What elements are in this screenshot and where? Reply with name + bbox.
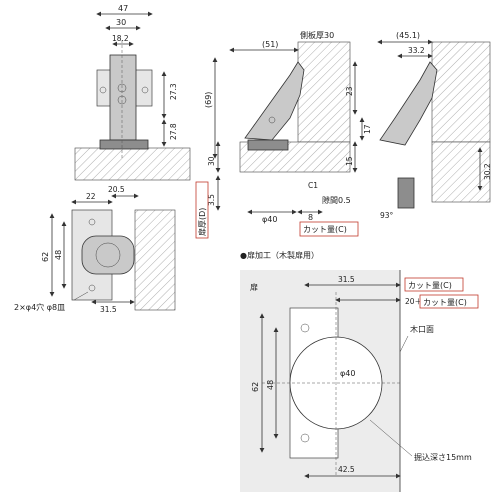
dim-front-dia40: φ40 <box>262 215 277 224</box>
label-gap: 隙間0.5 <box>322 195 351 205</box>
top-view-base-wall <box>74 147 191 181</box>
dim-open-angle: 93° <box>380 211 394 220</box>
top-view-cup <box>99 139 149 150</box>
dim-plan-62: 62 <box>41 252 50 262</box>
dim-open-45-1: (45.1) <box>396 31 420 40</box>
door-thickness-box <box>195 181 209 239</box>
dim-door-31-5: 31.5 <box>338 275 355 284</box>
dim-top-27-8: 27.8 <box>169 123 178 140</box>
front-view: (51) 側板厚30 (69) 23 17 15 30 3.5 C1 隙間0.5… <box>195 30 372 239</box>
door-machining-title: ●扉加工（木製扉用） <box>240 250 319 260</box>
dim-top-27-3: 27.3 <box>169 83 178 100</box>
label-door-thickness: 扉厚(D) <box>197 208 207 236</box>
dim-door-48: 48 <box>266 380 275 390</box>
door-machining: ●扉加工（木製扉用） 扉 φ40 31.5 カット量(C) 20＋ カット量(C… <box>240 250 479 492</box>
dim-front-17: 17 <box>363 124 372 134</box>
plan-view-hole <box>88 284 96 292</box>
open-view-arm <box>379 61 438 146</box>
label-20-plus: 20＋ <box>405 297 422 306</box>
dim-front-30: 30 <box>207 156 216 166</box>
top-view: 47 30 18.2 27.3 27.8 <box>74 4 191 181</box>
dim-door-42-5: 42.5 <box>338 465 355 474</box>
dim-top-47: 47 <box>118 4 128 13</box>
dim-open-33-2: 33.2 <box>408 46 425 55</box>
dim-plan-20-5: 20.5 <box>108 185 125 194</box>
top-view-hole <box>141 86 149 94</box>
dim-door-dia40: φ40 <box>340 369 355 378</box>
open-view-side-wall <box>431 41 491 143</box>
dim-open-30-2: 30.2 <box>483 163 492 180</box>
plan-view: 22 20.5 62 48 31.5 2×φ4穴 φ8皿 <box>14 185 176 314</box>
open-view: (45.1) 33.2 30.2 93° <box>377 31 492 220</box>
door-cut-box-2 <box>419 294 479 309</box>
door-machining-hole <box>300 323 310 333</box>
plan-view-hole <box>88 218 96 226</box>
plan-view-wall <box>134 209 176 311</box>
front-view-arm <box>244 61 305 141</box>
dim-front-3-5: 3.5 <box>207 194 216 206</box>
dim-front-8: 8 <box>308 213 313 222</box>
dim-top-30: 30 <box>116 18 126 27</box>
label-hole-spec: 2×φ4穴 φ8皿 <box>14 302 65 312</box>
door-machining-hole <box>300 433 310 443</box>
dim-top-18-2: 18.2 <box>112 34 129 43</box>
dim-plan-22: 22 <box>86 192 96 201</box>
dim-front-c1: C1 <box>308 181 318 190</box>
label-door: 扉 <box>250 282 258 292</box>
top-view-hole <box>99 86 107 94</box>
label-edge-face: 木口面 <box>410 324 434 334</box>
label-wall-thickness: 側板厚30 <box>300 30 334 40</box>
dim-door-62: 62 <box>251 382 260 392</box>
dim-front-15: 15 <box>345 156 354 166</box>
dim-front-69: (69) <box>204 92 213 108</box>
dim-front-23: 23 <box>345 86 354 96</box>
dim-plan-31-5: 31.5 <box>100 305 117 314</box>
dim-plan-48: 48 <box>54 250 63 260</box>
front-view-side-wall <box>297 41 351 143</box>
label-door-cut-2: カット量(C) <box>423 298 467 307</box>
door-cut-box-1 <box>404 277 464 292</box>
plan-view-cup <box>81 235 135 275</box>
open-view-door <box>397 177 415 209</box>
label-door-cut-1: カット量(C) <box>408 281 452 290</box>
open-view-lower-wall <box>431 141 491 203</box>
front-view-cup <box>247 139 289 151</box>
label-cut-amount: カット量(C) <box>303 225 347 234</box>
cut-amount-box <box>299 221 359 237</box>
top-view-arm <box>109 54 137 141</box>
dim-front-51: (51) <box>262 40 278 49</box>
label-bore-depth: 掘込深さ15mm <box>414 453 472 462</box>
